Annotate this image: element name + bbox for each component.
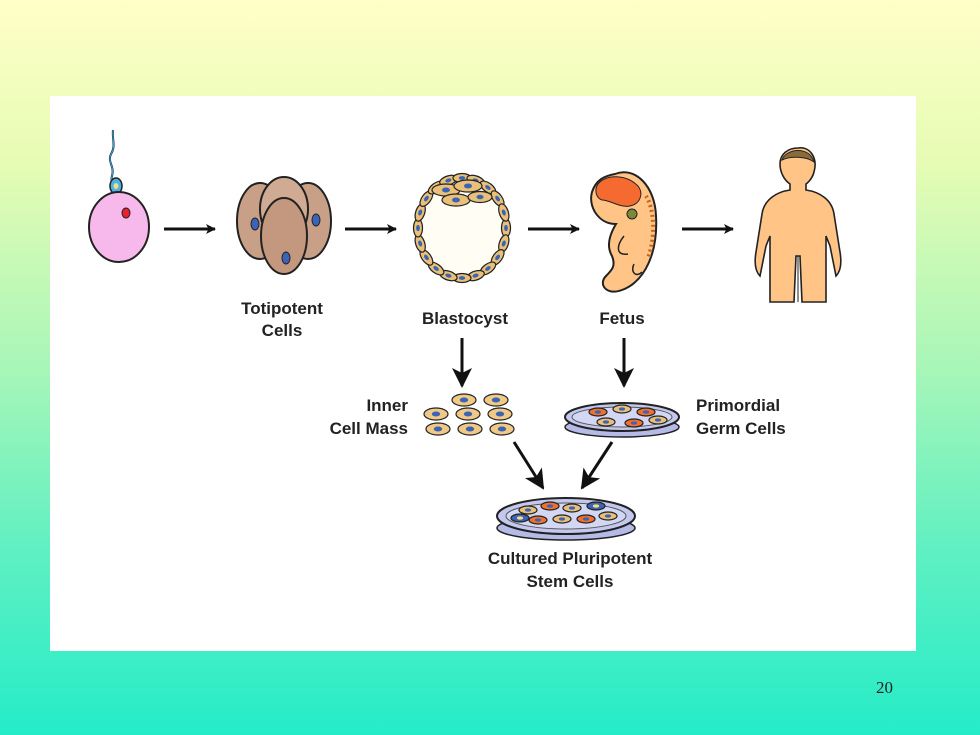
primordial-germ-cells-label-line1: Primordial <box>696 396 780 415</box>
page-number: 20 <box>876 678 893 697</box>
blastocyst-label: Blastocyst <box>422 309 508 328</box>
germ-cell <box>636 407 656 417</box>
cultured-cell <box>562 503 582 513</box>
inner-cell-mass-cell <box>489 422 515 436</box>
cultured-cell <box>598 511 618 521</box>
arrow-germ-cells-to-culture <box>580 441 614 490</box>
blastocyst-ring-cell <box>498 203 510 222</box>
germ-cell <box>612 404 632 414</box>
primordial-germ-cells-dish-icon <box>564 402 680 438</box>
cultured-cell <box>586 501 606 511</box>
germ-cell <box>596 417 616 427</box>
inner-cell-mass-icon <box>423 393 515 436</box>
inner-cell-mass-cell <box>425 422 451 436</box>
diagram-panel: Totipotent Cells Blastocyst Fetus Inner … <box>50 96 916 651</box>
culture-dish-icon <box>496 497 636 541</box>
cultured-cell <box>576 514 596 524</box>
inner-cell-mass-cell <box>457 422 483 436</box>
inner-cell-mass-label-line1: Inner <box>366 396 408 415</box>
blastocyst-icon <box>412 172 512 284</box>
totipotent-label-line2: Cells <box>262 321 303 340</box>
germ-cell <box>648 415 668 425</box>
cultured-stem-cells-label-line1: Cultured Pluripotent <box>488 549 653 568</box>
inner-cell-mass-cell <box>483 393 509 407</box>
cultured-cell <box>528 515 548 525</box>
inner-cell-mass-cell <box>423 407 449 421</box>
stem-cell-diagram: Totipotent Cells Blastocyst Fetus Inner … <box>88 129 842 591</box>
germ-cell <box>624 418 644 428</box>
inner-cell-mass-cell <box>451 393 477 407</box>
totipotent-cells-icon <box>236 176 332 275</box>
cultured-cell <box>510 513 530 523</box>
fetus-icon <box>590 171 658 293</box>
inner-cell-mass-cell <box>455 407 481 421</box>
cultured-cell <box>518 505 538 515</box>
cultured-cell <box>552 514 572 524</box>
inner-cell-mass-label-line2: Cell Mass <box>330 419 408 438</box>
fetus-label: Fetus <box>599 309 644 328</box>
cultured-cell <box>540 501 560 511</box>
germ-cell <box>588 407 608 417</box>
inner-cell-mass-cell <box>487 407 513 421</box>
cultured-stem-cells-label-line2: Stem Cells <box>527 572 614 591</box>
arrow-inner-cell-mass-to-culture <box>512 441 545 490</box>
totipotent-label-line1: Totipotent <box>241 299 323 318</box>
human-icon <box>754 147 842 303</box>
egg-icon <box>88 129 150 263</box>
primordial-germ-cells-label-line2: Germ Cells <box>696 419 786 438</box>
